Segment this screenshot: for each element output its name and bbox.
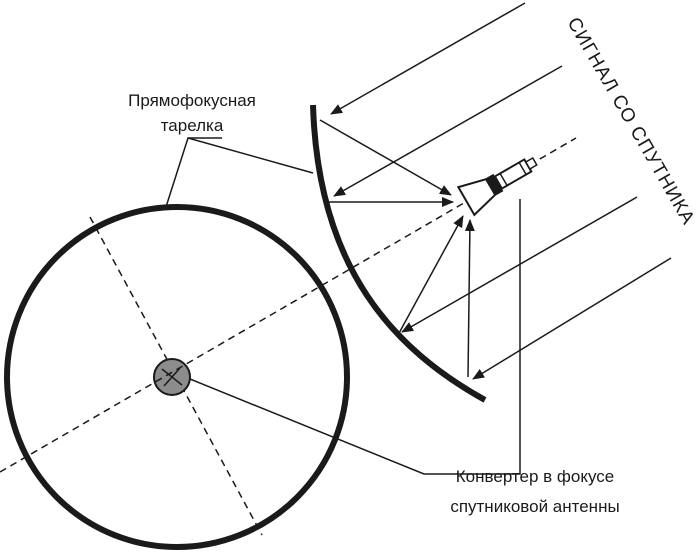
lnb-converter-icon bbox=[456, 157, 538, 217]
lnb-body-ring bbox=[499, 173, 508, 186]
reflected-signal-arrow bbox=[397, 215, 464, 336]
incoming-signal-arrow bbox=[472, 257, 672, 380]
reflected-signal-arrow bbox=[464, 219, 475, 378]
reflected-signal-arrow bbox=[319, 119, 452, 196]
converter-label-line2: спутниковой антенны bbox=[450, 497, 619, 516]
hub-cross-line bbox=[163, 367, 181, 387]
lnb-flange bbox=[485, 173, 504, 196]
dish-label-line1: Прямофокусная bbox=[128, 91, 256, 110]
dish-reflector-side-view bbox=[310, 104, 487, 403]
lnb-connector bbox=[524, 157, 538, 170]
converter-label-leader bbox=[189, 199, 521, 475]
reflected-signal-arrows bbox=[319, 119, 475, 378]
dish-front-circle bbox=[4, 204, 350, 550]
incoming-signal-arrow bbox=[333, 65, 563, 197]
incoming-signal-arrow bbox=[330, 2, 526, 115]
dish-label-leader bbox=[187, 137, 314, 174]
signal-label: СИГНАЛ СО СПУТНИКА bbox=[563, 14, 699, 229]
incoming-signal-arrows bbox=[330, 2, 672, 380]
converter-label-line1: Конвертер в фокусе bbox=[456, 467, 614, 486]
dish-label-line2: тарелка bbox=[161, 116, 224, 135]
dish-label-leader bbox=[164, 137, 222, 211]
dish-front-view bbox=[4, 204, 350, 550]
lnb-body-ring bbox=[518, 162, 527, 175]
